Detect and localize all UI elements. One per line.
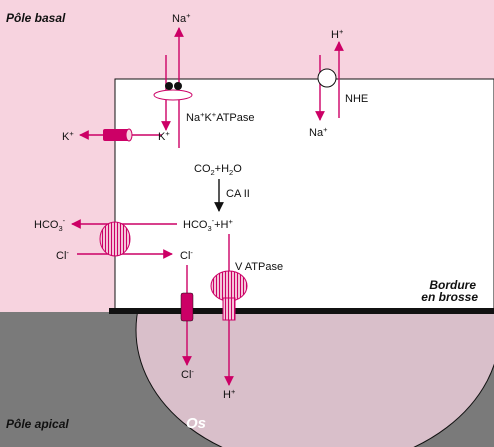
na-k-atpase-label: Na+K+ATPase — [186, 110, 255, 124]
cl-channel — [180, 292, 194, 322]
basal-pole-label: Pôle basal — [6, 11, 66, 25]
na-bottom-label: Na+ — [309, 125, 328, 139]
h-top-label: H+ — [331, 27, 344, 41]
cl-left-label: Cl- — [56, 248, 69, 262]
h-bottom-label: H+ — [223, 387, 236, 401]
k-right-label: K+ — [158, 129, 170, 143]
ca2-label: CA II — [226, 188, 250, 200]
nhe-exchanger — [317, 68, 337, 88]
apical-pole-label: Pôle apical — [6, 417, 69, 431]
nhe-label: NHE — [345, 93, 368, 105]
brush-border-label-line2: en brosse — [421, 290, 478, 304]
na-k-atpase-pump — [153, 89, 193, 101]
bone-label: Os — [186, 415, 206, 432]
na-top-label: Na+ — [172, 11, 191, 25]
pump-binding-site-right — [174, 82, 182, 90]
hco3-left-label: HCO3- — [34, 216, 66, 233]
k-channel — [103, 129, 130, 141]
brush-border-membrane — [109, 308, 494, 314]
brush-border-label-line1: Bordure — [429, 278, 476, 292]
co2-h2o-label: CO2+H2O — [194, 163, 242, 177]
k-channel-end — [125, 128, 133, 142]
hco3-cl-exchanger — [99, 221, 131, 257]
cl-bottom-label: Cl- — [181, 367, 194, 381]
v-atpase-head — [210, 270, 248, 302]
pump-binding-site-left — [165, 82, 173, 90]
cl-mid-label: Cl- — [180, 248, 193, 262]
osteoclast-cell — [114, 78, 494, 312]
v-atpase-label: V ATPase — [235, 261, 283, 273]
v-atpase-stalk — [222, 297, 236, 321]
hco3-h-label: HCO3-+H+ — [183, 216, 234, 233]
k-left-label: K+ — [62, 129, 74, 143]
